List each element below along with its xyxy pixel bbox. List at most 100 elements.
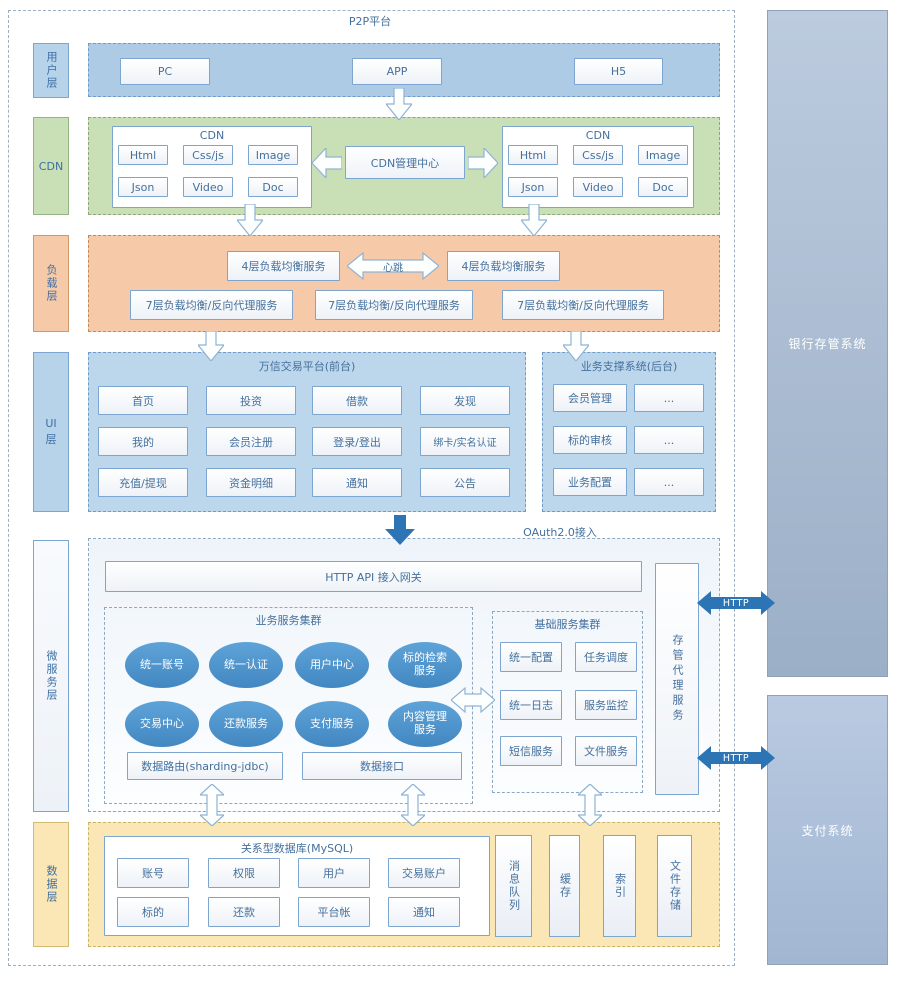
- cdn-item-cssjs: Css/js: [183, 145, 233, 165]
- ui-btn-invest: 投资: [206, 386, 296, 415]
- base-task-schedule: 任务调度: [575, 642, 637, 672]
- data-api-box: 数据接口: [302, 752, 462, 780]
- base-sms: 短信服务: [500, 736, 562, 766]
- back-target-audit: 标的审核: [553, 426, 627, 454]
- table-account: 账号: [117, 858, 189, 888]
- client-app: APP: [352, 58, 442, 85]
- layer-label-user: 用户层: [33, 43, 69, 98]
- vertical-double-arrow-3: [578, 784, 602, 826]
- data-route-box: 数据路由(sharding-jdbc): [127, 752, 283, 780]
- layer-label-micro: 微服务层: [33, 540, 69, 812]
- depository-proxy-box: 存管代理服务: [655, 563, 699, 795]
- http-arrow-bank: HTTP: [697, 589, 775, 617]
- cdn-item-html: Html: [118, 145, 168, 165]
- ui-back-title: 业务支撑系统(后台): [580, 360, 678, 373]
- bank-depository-system: 银行存管系统: [767, 10, 888, 677]
- diagram-title: P2P平台: [348, 15, 392, 28]
- left-arrow-cdn-center: [312, 148, 342, 178]
- cdn-item-json: Json: [118, 177, 168, 197]
- ui-btn-borrow: 借款: [312, 386, 402, 415]
- store-message-queue: 消息队列: [495, 835, 532, 937]
- back-member-mgmt: 会员管理: [553, 384, 627, 412]
- cdn-item-cssjs-r: Css/js: [573, 145, 623, 165]
- down-arrow-app-to-cdn: [386, 88, 412, 120]
- ui-btn-register: 会员注册: [206, 427, 296, 456]
- table-user: 用户: [298, 858, 370, 888]
- svc-trade-center: 交易中心: [125, 701, 199, 747]
- depository-proxy-label: 存管代理服务: [671, 634, 684, 724]
- solid-down-arrow-ui-micro: [385, 515, 415, 545]
- ui-btn-announce: 公告: [420, 468, 510, 497]
- l7-balancer-2: 7层负载均衡/反向代理服务: [315, 290, 473, 320]
- payment-system: 支付系统: [767, 695, 888, 965]
- layer-label-data: 数据层: [33, 822, 69, 947]
- down-arrow-cdn-right: [521, 204, 547, 236]
- cluster-double-arrow: [451, 686, 495, 714]
- right-arrow-cdn-center: [468, 148, 498, 178]
- back-more-1: ...: [634, 384, 704, 412]
- client-pc: PC: [120, 58, 210, 85]
- cdn-item-image: Image: [248, 145, 298, 165]
- cdn-group-left-title: CDN: [199, 129, 225, 142]
- ui-btn-discover: 发现: [420, 386, 510, 415]
- svc-user-center: 用户中心: [295, 642, 369, 688]
- l4-balancer-left: 4层负载均衡服务: [227, 251, 340, 281]
- vertical-double-arrow-2: [401, 784, 425, 826]
- back-more-3: ...: [634, 468, 704, 496]
- http-label-pay: HTTP: [722, 752, 750, 764]
- table-permission: 权限: [208, 858, 280, 888]
- oauth-label: OAuth2.0接入: [523, 526, 597, 539]
- heartbeat-double-arrow: 心跳: [347, 251, 439, 281]
- table-notify: 通知: [388, 897, 460, 927]
- mysql-title: 关系型数据库(MySQL): [240, 842, 354, 855]
- down-arrow-load-right: [563, 331, 589, 361]
- cdn-item-image-r: Image: [638, 145, 688, 165]
- l7-balancer-1: 7层负载均衡/反向代理服务: [130, 290, 293, 320]
- base-unified-log: 统一日志: [500, 690, 562, 720]
- store-file-storage: 文件存储: [657, 835, 692, 937]
- down-arrow-cdn-left: [237, 204, 263, 236]
- svc-repay: 还款服务: [209, 701, 283, 747]
- table-target: 标的: [117, 897, 189, 927]
- base-cluster-title: 基础服务集群: [534, 618, 601, 631]
- svc-target-search: 标的检索服务: [388, 642, 462, 688]
- l7-balancer-3: 7层负载均衡/反向代理服务: [502, 290, 664, 320]
- base-unified-config: 统一配置: [500, 642, 562, 672]
- ui-front-title: 万信交易平台(前台): [258, 360, 356, 373]
- ui-btn-notice: 通知: [312, 468, 402, 497]
- l4-balancer-right: 4层负载均衡服务: [447, 251, 560, 281]
- cdn-item-json-r: Json: [508, 177, 558, 197]
- heartbeat-label: 心跳: [383, 262, 403, 274]
- ui-btn-bindcard: 绑卡/实名认证: [420, 427, 510, 456]
- table-platform-acct: 平台帐: [298, 897, 370, 927]
- base-file: 文件服务: [575, 736, 637, 766]
- cdn-management-center: CDN管理中心: [345, 146, 465, 179]
- vertical-double-arrow-1: [200, 784, 224, 826]
- ui-btn-recharge: 充值/提现: [98, 468, 188, 497]
- base-svc-monitor: 服务监控: [575, 690, 637, 720]
- svc-unified-account: 统一账号: [125, 642, 199, 688]
- table-trade-account: 交易账户: [388, 858, 460, 888]
- client-h5: H5: [574, 58, 663, 85]
- biz-cluster-title: 业务服务集群: [255, 614, 322, 627]
- http-api-gateway: HTTP API 接入网关: [105, 561, 642, 592]
- cdn-item-html-r: Html: [508, 145, 558, 165]
- http-arrow-pay: HTTP: [697, 744, 775, 772]
- table-repay: 还款: [208, 897, 280, 927]
- ui-btn-mine: 我的: [98, 427, 188, 456]
- store-cache: 缓存: [549, 835, 580, 937]
- ui-btn-home: 首页: [98, 386, 188, 415]
- p2p-platform-boundary: [8, 10, 735, 966]
- ui-btn-funds: 资金明细: [206, 468, 296, 497]
- layer-label-load: 负载层: [33, 235, 69, 332]
- svc-unified-auth: 统一认证: [209, 642, 283, 688]
- store-index: 索引: [603, 835, 636, 937]
- cdn-item-doc-r: Doc: [638, 177, 688, 197]
- layer-label-cdn: CDN: [33, 117, 69, 215]
- cdn-item-video-r: Video: [573, 177, 623, 197]
- svc-content-mgmt: 内容管理服务: [388, 701, 462, 747]
- layer-label-ui: UI层: [33, 352, 69, 512]
- svc-pay: 支付服务: [295, 701, 369, 747]
- http-label-bank: HTTP: [722, 597, 750, 609]
